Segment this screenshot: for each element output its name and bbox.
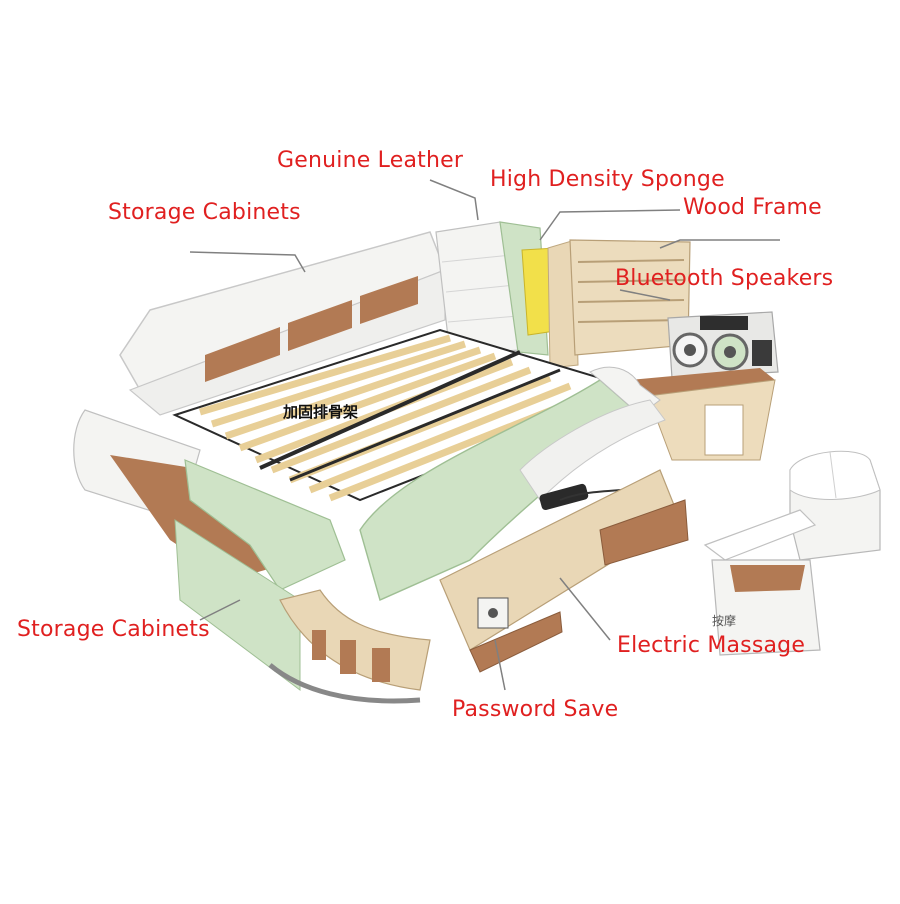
leader-storage-bottom — [199, 599, 241, 621]
leader-storage-top — [189, 251, 306, 273]
label-massage-cn: 按摩 — [712, 614, 737, 628]
massage-chaise — [359, 366, 689, 673]
password-safe — [477, 597, 509, 629]
label-bluetooth-speakers: Bluetooth Speakers — [615, 266, 834, 291]
label-electric-massage: Electric Massage — [617, 633, 806, 658]
label-genuine-leather: Genuine Leather — [277, 148, 464, 173]
slat-base — [172, 328, 644, 502]
storage-cubby — [288, 300, 352, 351]
label-storage-cabinets-bottom: Storage Cabinets — [17, 617, 210, 642]
label-storage-cabinets-top: Storage Cabinets — [108, 200, 301, 225]
storage-cubby — [360, 276, 418, 324]
leader-leather — [429, 179, 479, 221]
leader-lines — [189, 179, 780, 691]
label-wood-frame: Wood Frame — [683, 195, 822, 220]
ottoman-back — [789, 450, 881, 561]
label-password-save: Password Save — [452, 697, 619, 722]
leader-woodframe — [659, 239, 780, 249]
left-curved-storage — [73, 409, 431, 704]
leader-bluetooth — [619, 289, 671, 301]
control-panel-screen — [700, 316, 748, 330]
label-slat-frame: 加固排骨架 — [283, 403, 359, 421]
label-high-density-sponge: High Density Sponge — [490, 167, 725, 192]
left-headboard-panel — [119, 231, 446, 416]
nightstand-shelf — [630, 368, 776, 461]
leader-sponge — [539, 209, 681, 241]
ottoman-front — [703, 509, 821, 656]
headboard — [435, 221, 579, 369]
massage-remote — [539, 483, 589, 511]
leader-password — [494, 639, 506, 691]
storage-cubby — [205, 327, 280, 382]
drawer — [599, 499, 689, 566]
leader-massage — [559, 577, 611, 641]
wood-frame-panel — [569, 239, 691, 356]
bluetooth-speaker-unit — [667, 311, 779, 379]
